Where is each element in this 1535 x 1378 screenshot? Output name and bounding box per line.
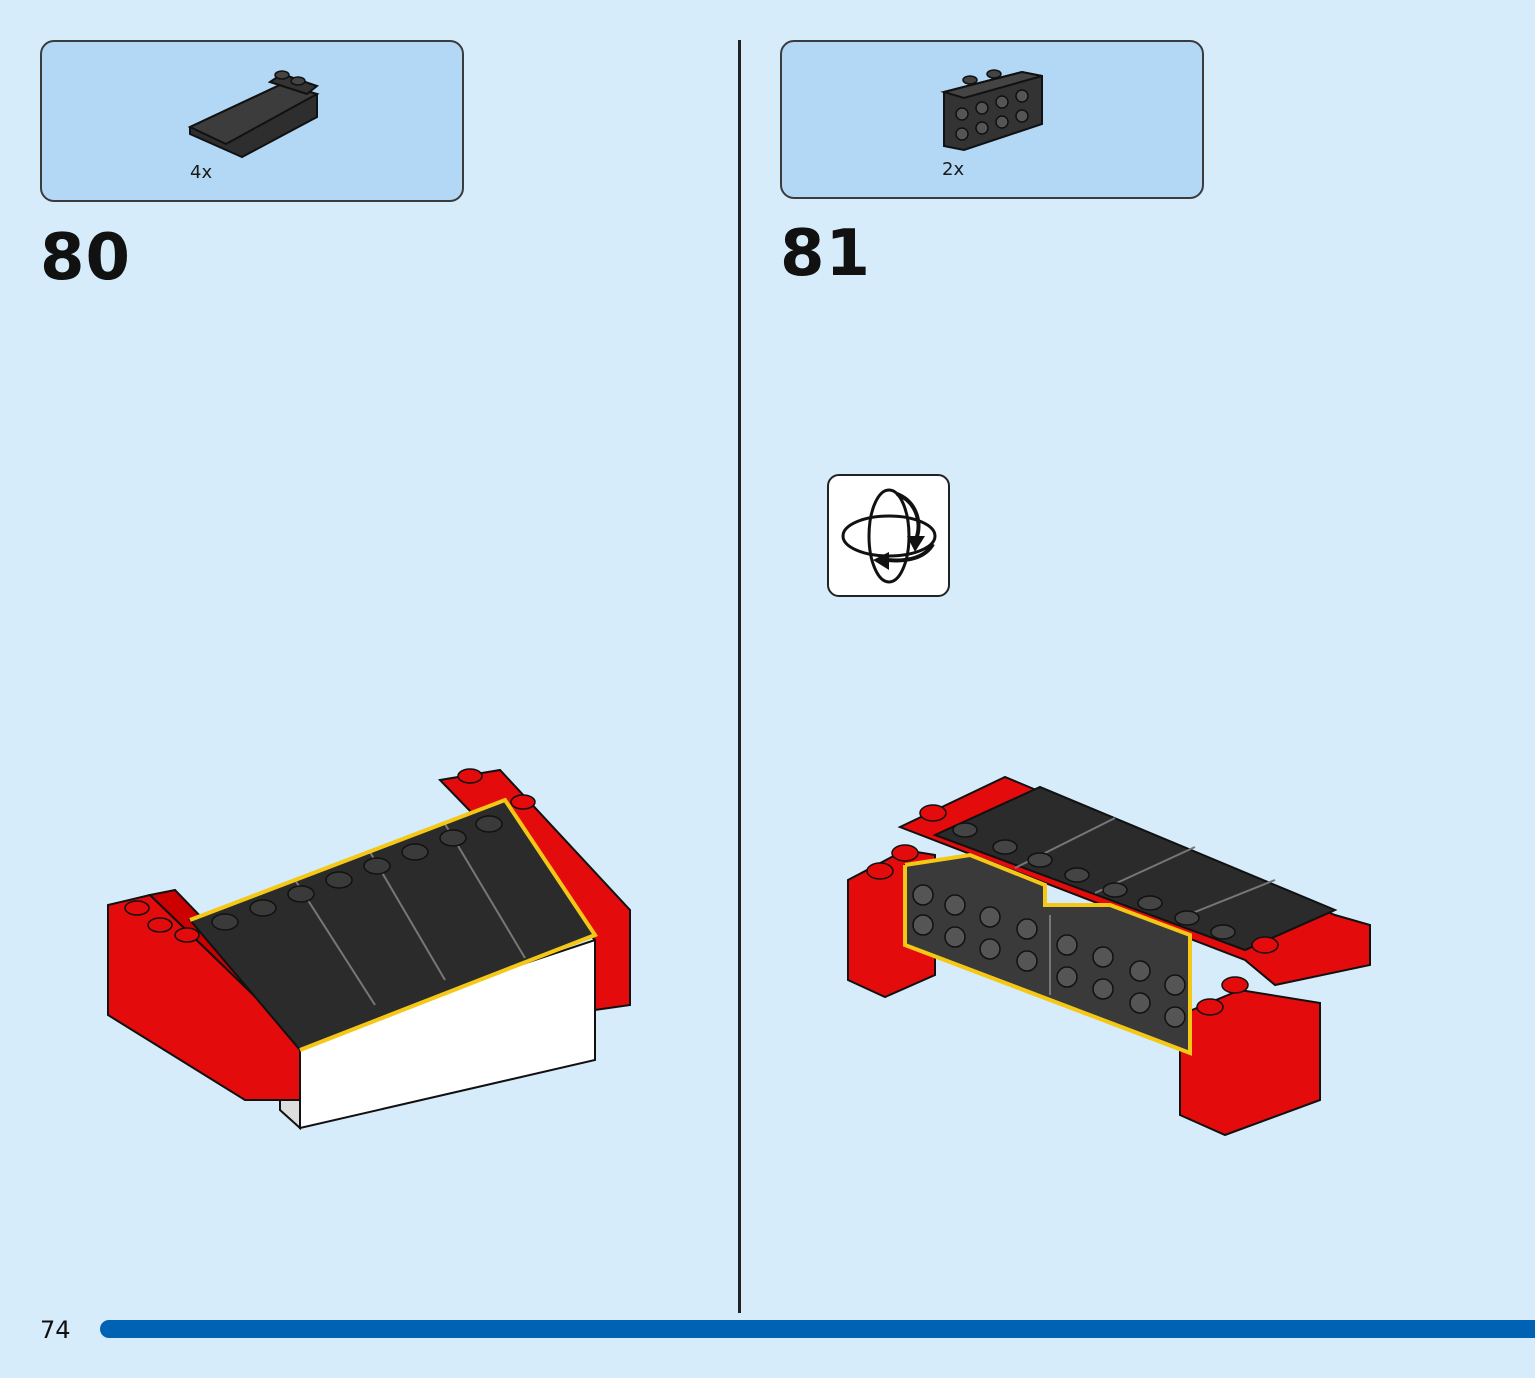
black-slope-brick-icon [187, 70, 320, 159]
part-quantity: 2x [942, 159, 965, 180]
step-81-model-illustration [847, 775, 1371, 1137]
step-number-81: 81 [780, 217, 872, 291]
parts-callout-step-81: 2x [780, 40, 1204, 199]
progress-bar [100, 1320, 1535, 1338]
black-bracket-plate-icon [940, 69, 1043, 152]
rotate-model-icon [827, 474, 950, 597]
step-number-80: 80 [40, 221, 132, 295]
page-number: 74 [40, 1316, 71, 1344]
step-80-model-illustration [107, 768, 631, 1131]
parts-callout-step-80: 4x [40, 40, 464, 202]
part-quantity: 4x [190, 162, 213, 183]
step-divider [738, 40, 741, 1313]
